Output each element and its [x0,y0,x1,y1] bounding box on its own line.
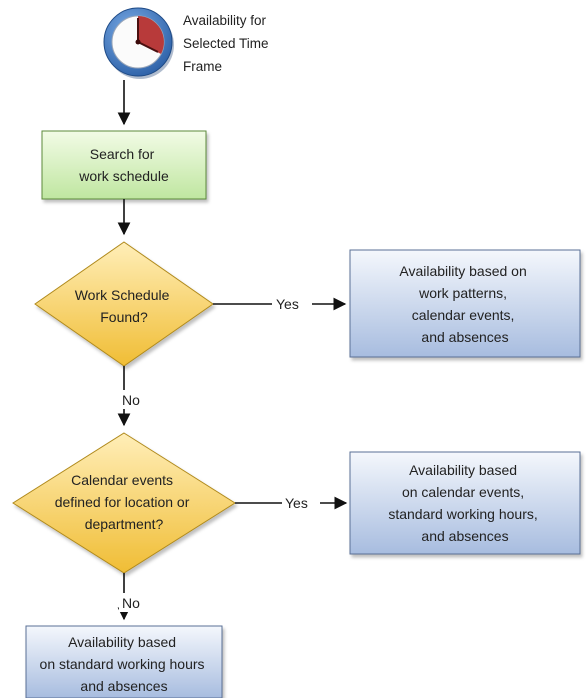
edge-label-no-2: No [122,595,140,611]
process-search-work-schedule: Search for work schedule [41,130,207,200]
clock-icon [103,7,174,79]
decision-calendar-events-defined: Calendar events defined for location or … [12,432,236,574]
edge-label-no-1: No [122,392,140,408]
edge-label-yes-2: Yes [285,495,308,511]
edge-label-yes-1: Yes [276,296,299,312]
start-label: Availability for Selected Time Frame [183,13,272,74]
svg-text:Availability based on st: Availability based on standard working h… [40,634,209,694]
svg-text:Availability based on ca: Availability based on calendar events, s… [388,462,541,544]
svg-text:Availability based on wo: Availability based on work patterns, cal… [399,263,530,345]
decision-work-schedule-found: Work Schedule Found? [34,241,214,367]
outcome-availability-standard-hours: Availability based on standard working h… [25,625,223,698]
outcome-availability-work-patterns: Availability based on work patterns, cal… [349,249,581,358]
svg-text:Search for work schedule: Search for work schedule [78,146,169,184]
svg-text:Work Schedule Found?: Work Schedule Found? [75,287,174,325]
outcome-availability-calendar-events: Availability based on calendar events, s… [349,451,581,555]
svg-text:Calendar events defined: Calendar events defined for location or … [55,472,194,532]
